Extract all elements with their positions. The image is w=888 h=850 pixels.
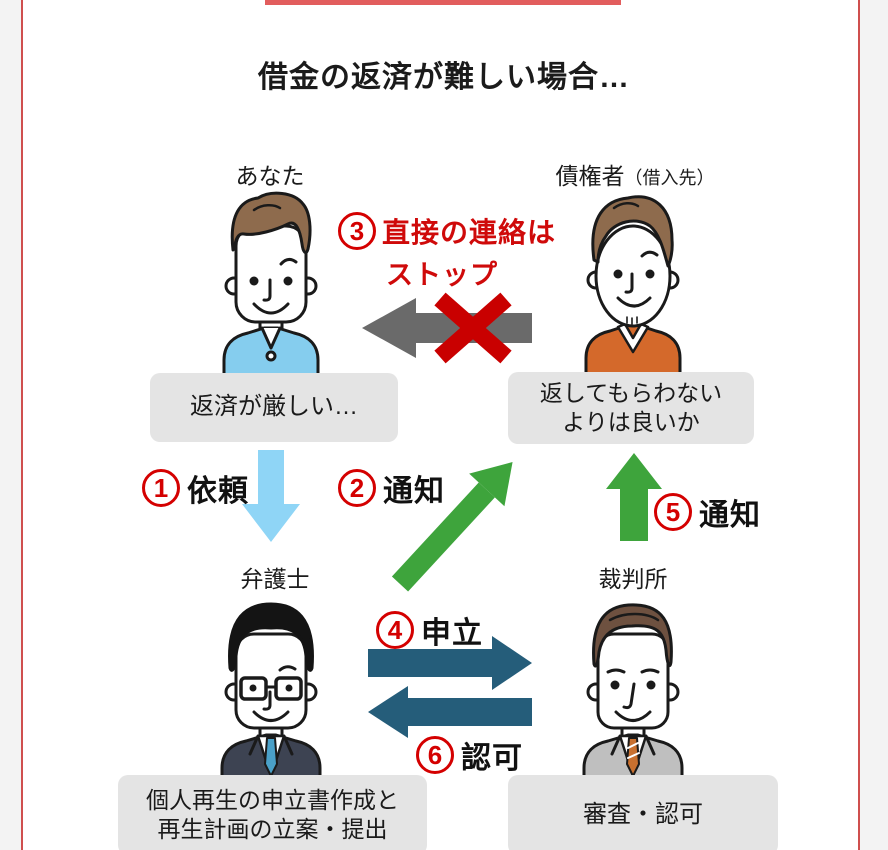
stop-x-icon [434, 292, 512, 364]
court-callout: 審査・認可 [508, 775, 778, 850]
lawyer-person-icon [220, 602, 322, 789]
step6-text: 認可 [461, 742, 523, 775]
step4-label: 4 申立 [376, 608, 483, 652]
step2-number-badge: 2 [338, 469, 376, 507]
creditor-label: 債権者（借入先） [555, 163, 715, 189]
you-callout: 返済が厳しい… [150, 373, 398, 442]
step2-arrow-diagonal-icon [391, 462, 513, 592]
lawyer-callout: 個人再生の申立書作成と 再生計画の立案・提出 [118, 775, 427, 850]
step4-arrow-right-icon [368, 636, 532, 690]
step5-arrow-up-icon [606, 453, 662, 541]
court-person-icon [582, 603, 684, 789]
page-title: 借金の返済が難しい場合… [258, 61, 630, 94]
step3-number-badge: 3 [338, 212, 376, 250]
step1-number-badge: 1 [142, 469, 180, 507]
lawyer-label: 弁護士 [240, 566, 310, 592]
creditor-label-sub: （借入先） [624, 168, 715, 188]
step5-number-badge: 5 [654, 493, 692, 531]
step1-label: 1 依頼 [142, 466, 249, 510]
you-illustration [196, 186, 346, 383]
step5-text: 通知 [699, 499, 761, 532]
step3-text-line1: 直接の連絡は [382, 217, 557, 248]
step6-number-badge: 6 [416, 736, 454, 774]
you-label: あなた [235, 163, 305, 189]
court-illustration [558, 592, 708, 789]
step2-text: 通知 [383, 475, 445, 508]
header-accent-bar [265, 0, 621, 5]
step1-text: 依頼 [187, 475, 249, 508]
court-label: 裁判所 [598, 566, 668, 592]
step3-text-line2: ストップ [386, 260, 498, 290]
creditor-callout: 返してもらわない よりは良いか [508, 372, 754, 444]
step1-arrow-down-icon [242, 450, 300, 542]
you-person-icon [222, 191, 320, 383]
creditor-illustration [558, 182, 708, 379]
lawyer-illustration [196, 592, 346, 789]
creditor-person-icon [584, 195, 682, 379]
step3-label: 3 直接の連絡は ストップ [338, 211, 556, 292]
step4-number-badge: 4 [376, 611, 414, 649]
step5-label: 5 通知 [654, 490, 761, 534]
step4-text: 申立 [421, 617, 483, 650]
step6-arrow-left-icon [368, 686, 532, 738]
step2-label: 2 通知 [338, 466, 445, 510]
step6-label: 6 認可 [416, 733, 523, 777]
